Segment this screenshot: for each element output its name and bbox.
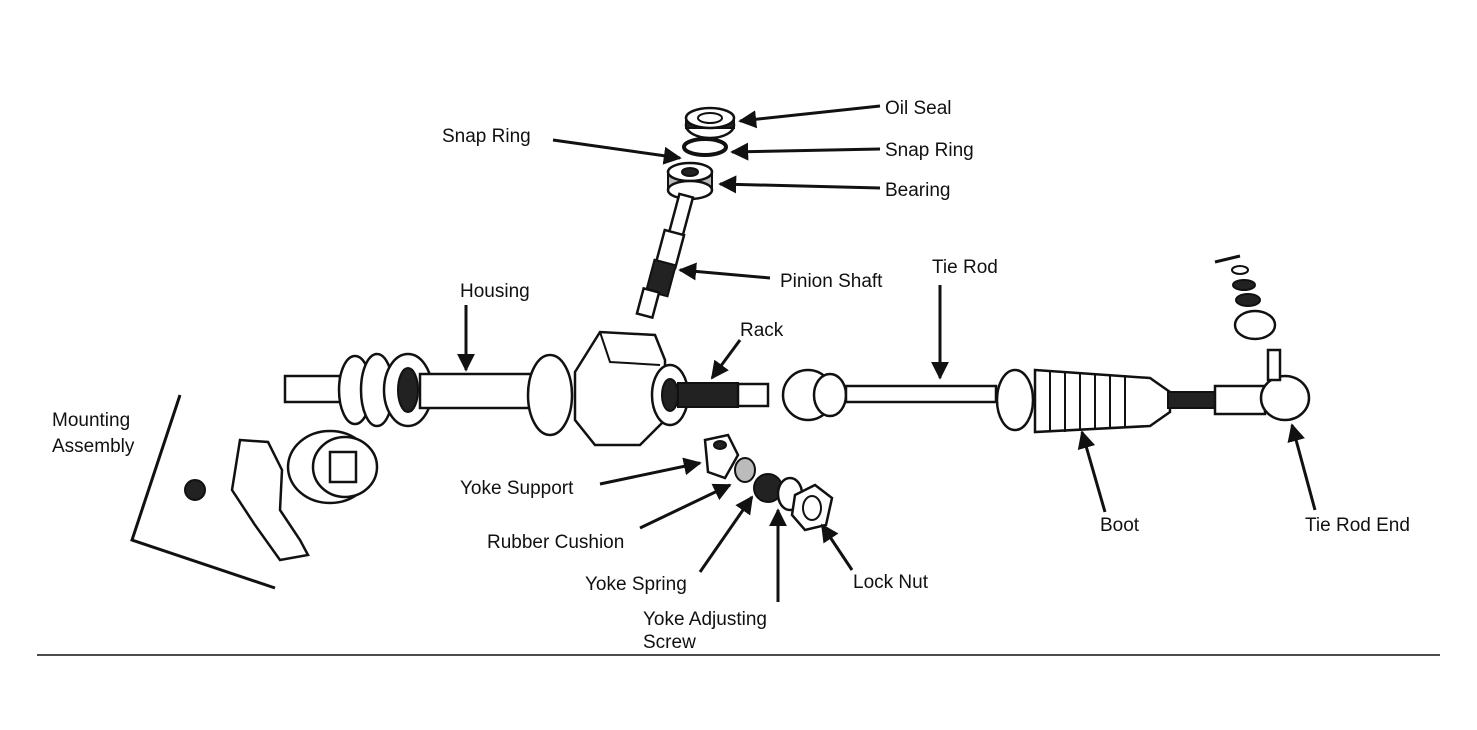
label-housing: Housing (460, 281, 530, 302)
label-tie-rod-end: Tie Rod End (1305, 515, 1410, 536)
label-yoke-adjusting-line2: Screw (643, 632, 696, 653)
oil-seal-part (684, 106, 736, 140)
label-snap-ring-right: Snap Ring (885, 140, 974, 161)
mounting-assembly-part (130, 394, 379, 590)
bearing-leader (718, 175, 881, 194)
label-mounting-line1: Mounting (52, 410, 130, 431)
label-oil-seal: Oil Seal (885, 98, 952, 119)
tie-rod-end-leader (1287, 423, 1317, 511)
yoke-support-part (703, 433, 740, 480)
snap-ring-part (682, 137, 728, 157)
yoke-spring-leader (698, 495, 754, 573)
boot-part (1033, 368, 1172, 434)
label-yoke-adjusting-line1: Yoke Adjusting (643, 609, 767, 630)
tie-rod-end-part (1167, 254, 1311, 422)
label-pinion-shaft: Pinion Shaft (780, 271, 883, 292)
label-rack: Rack (740, 320, 784, 341)
housing-part (283, 330, 690, 447)
snap-ring-right-leader (730, 142, 881, 161)
label-yoke-support: Yoke Support (460, 478, 574, 499)
label-snap-ring-left: Snap Ring (442, 126, 531, 147)
label-tie-rod: Tie Rod (932, 257, 998, 278)
rubber-cushion-leader (639, 483, 732, 530)
label-boot: Boot (1100, 515, 1140, 536)
boot-leader (1077, 430, 1107, 513)
lock-nut-leader (820, 523, 854, 571)
pinion-shaft-part (635, 192, 695, 320)
label-bearing: Bearing (885, 180, 951, 201)
pinion-shaft-leader (678, 262, 771, 281)
label-yoke-spring: Yoke Spring (585, 574, 687, 595)
oil-seal-leader (738, 104, 881, 129)
rack-leader (710, 339, 742, 380)
rack-part (677, 382, 770, 408)
rubber-cushion-part (734, 457, 756, 483)
label-rubber-cushion: Rubber Cushion (487, 532, 624, 553)
label-mounting-line2: Assembly (52, 436, 135, 457)
bearing-part (666, 161, 714, 201)
label-lock-nut: Lock Nut (853, 572, 929, 593)
yoke-support-leader (599, 457, 702, 486)
snap-ring-left-leader (552, 138, 682, 165)
tie-rod-part (781, 368, 1035, 432)
